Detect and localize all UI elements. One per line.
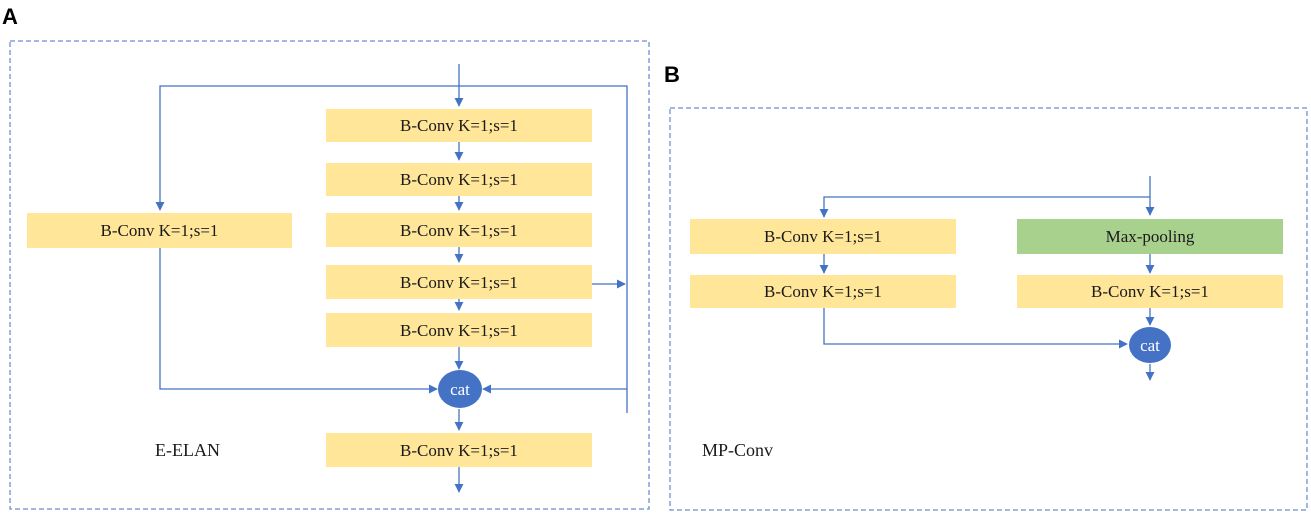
mp-conv-right-bottom-label: B-Conv K=1;s=1 — [1091, 282, 1209, 301]
mp-conv-cat-label: cat — [1140, 336, 1160, 355]
panel-a-frame — [9, 40, 650, 510]
max-pooling-block: Max-pooling — [1017, 219, 1283, 254]
e-elan-block-1-label: B-Conv K=1;s=1 — [400, 116, 518, 135]
mp-conv-left-top-label: B-Conv K=1;s=1 — [764, 227, 882, 246]
e-elan-block-2-label: B-Conv K=1;s=1 — [400, 170, 518, 189]
panel-b-frame — [669, 107, 1308, 511]
e-elan-cat-node: cat — [438, 370, 482, 408]
panel-a: A — [2, 4, 650, 510]
e-elan-output-block: B-Conv K=1;s=1 — [326, 433, 592, 467]
panel-b-letter: B — [664, 62, 680, 87]
panel-a-connectors — [155, 64, 628, 493]
e-elan-output-block-label: B-Conv K=1;s=1 — [400, 441, 518, 460]
mp-conv-cat-node: cat — [1129, 327, 1171, 363]
e-elan-block-3: B-Conv K=1;s=1 — [326, 213, 592, 247]
e-elan-side-block: B-Conv K=1;s=1 — [27, 213, 292, 248]
connector-right-branch — [459, 85, 628, 413]
max-pooling-label: Max-pooling — [1106, 227, 1195, 246]
panel-a-letter: A — [2, 4, 18, 29]
mp-conv-left-bottom-block: B-Conv K=1;s=1 — [690, 275, 956, 308]
e-elan-caption: E-ELAN — [155, 440, 220, 460]
e-elan-block-2: B-Conv K=1;s=1 — [326, 163, 592, 196]
connector-left-branch — [155, 85, 459, 211]
e-elan-block-4-label: B-Conv K=1;s=1 — [400, 273, 518, 292]
mp-conv-left-bottom-label: B-Conv K=1;s=1 — [764, 282, 882, 301]
mp-conv-right-bottom-block: B-Conv K=1;s=1 — [1017, 275, 1283, 308]
e-elan-block-3-label: B-Conv K=1;s=1 — [400, 221, 518, 240]
mp-conv-caption: MP-Conv — [702, 440, 773, 460]
connector-mp-left-cat — [823, 307, 1128, 349]
e-elan-side-block-label: B-Conv K=1;s=1 — [101, 221, 219, 240]
e-elan-block-1: B-Conv K=1;s=1 — [326, 109, 592, 142]
e-elan-block-5-label: B-Conv K=1;s=1 — [400, 321, 518, 340]
connector-left-to-cat — [159, 248, 438, 394]
mp-conv-left-top-block: B-Conv K=1;s=1 — [690, 219, 956, 254]
e-elan-block-4: B-Conv K=1;s=1 — [326, 265, 592, 299]
e-elan-block-5: B-Conv K=1;s=1 — [326, 313, 592, 347]
panel-b-connectors — [819, 176, 1155, 381]
connector-mp-left-branch — [819, 196, 1150, 218]
e-elan-cat-label: cat — [450, 380, 470, 399]
panel-b: B B-Conv K=1;s=1 B-Conv K=1;s=1 — [664, 62, 1308, 511]
